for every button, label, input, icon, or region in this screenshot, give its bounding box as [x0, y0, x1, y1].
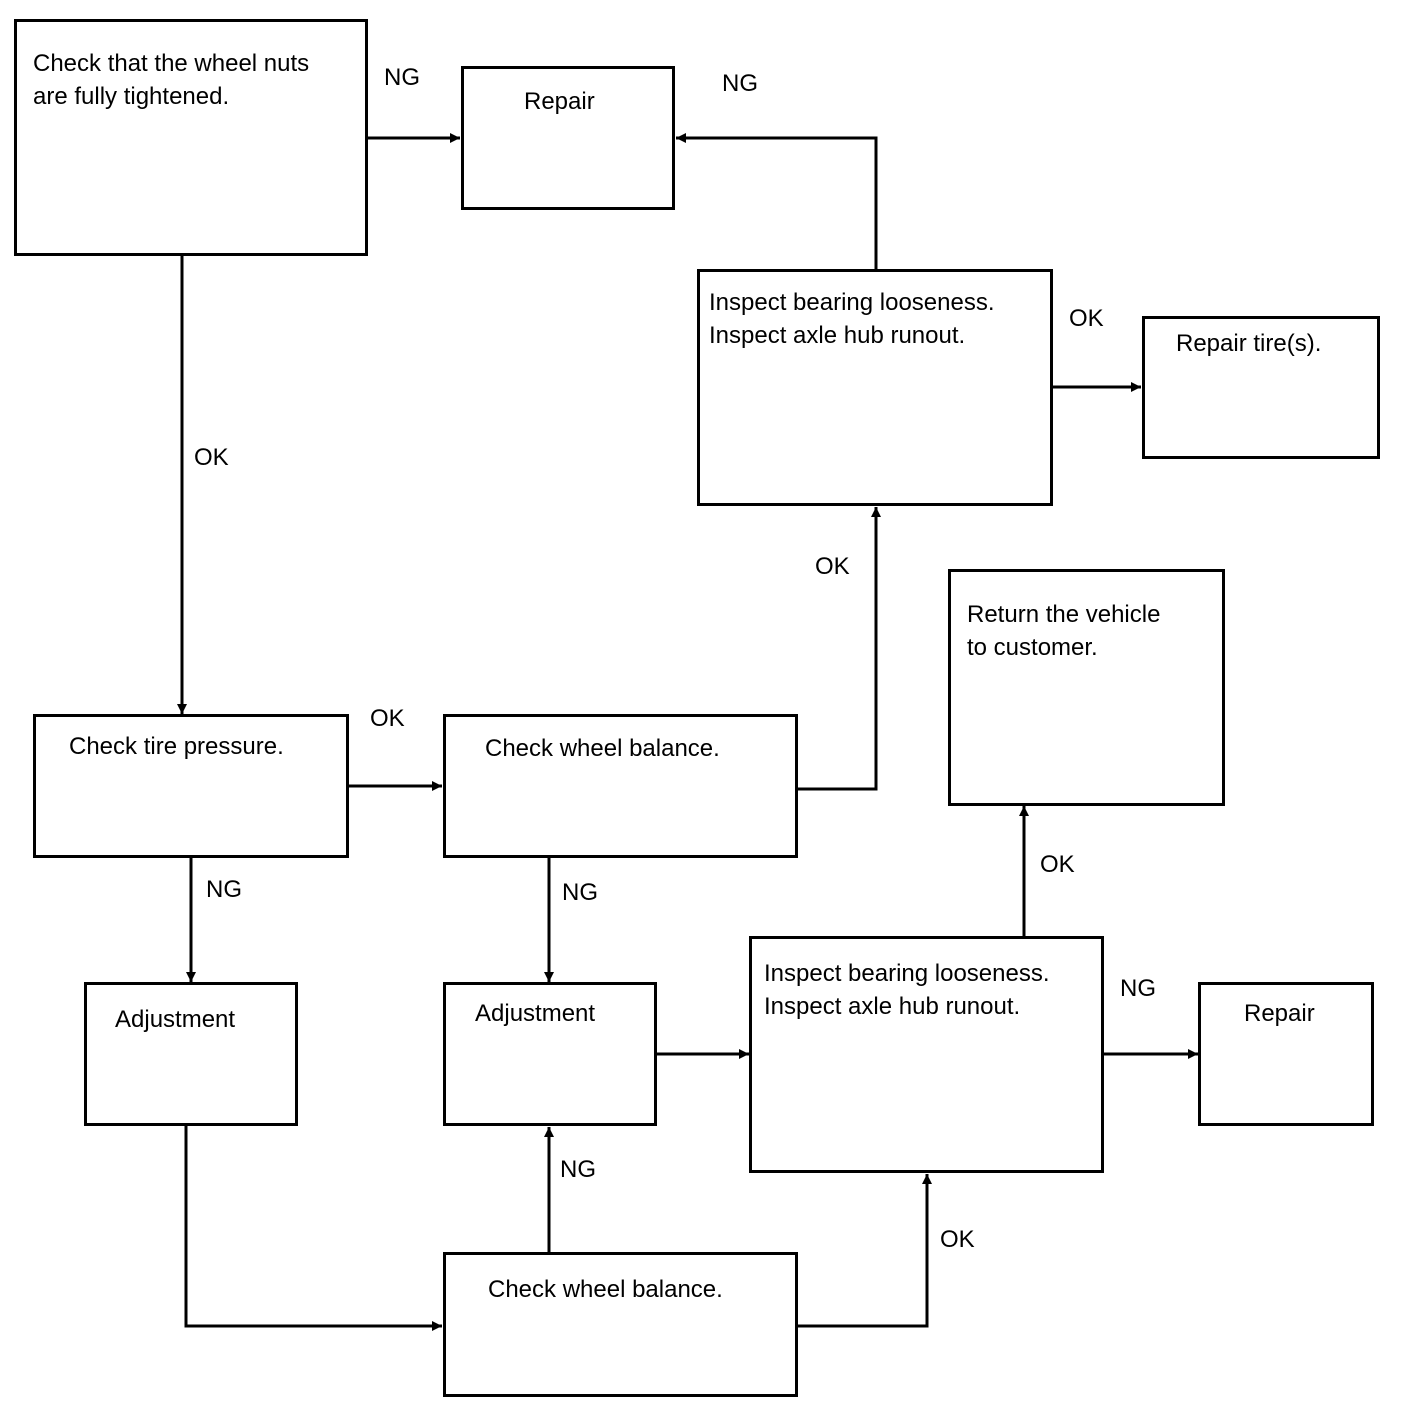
label-ok-balance-1: OK	[815, 553, 850, 580]
label-ok-inspect-bottom: OK	[1040, 851, 1075, 878]
label-ok-nuts: OK	[194, 444, 229, 471]
label-ng-pressure: NG	[206, 876, 242, 903]
label-ng-balance-2: NG	[560, 1156, 596, 1183]
repair-box-bottom: Repair	[1198, 982, 1374, 1126]
check-wheel-balance-box-1: Check wheel balance.	[443, 714, 798, 858]
label-ok-balance-2: OK	[940, 1226, 975, 1253]
check-tire-pressure-box: Check tire pressure.	[33, 714, 349, 858]
repair-tires-box: Repair tire(s).	[1142, 316, 1380, 459]
adjustment-box-middle: Adjustment	[443, 982, 657, 1126]
inspect-bearing-box-bottom: Inspect bearing looseness. Inspect axle …	[749, 936, 1104, 1173]
repair-box-top: Repair	[461, 66, 675, 210]
label-ok-pressure: OK	[370, 705, 405, 732]
inspect-bearing-box-top: Inspect bearing looseness. Inspect axle …	[697, 269, 1053, 506]
arrow-balance1-to-inspect-top	[798, 507, 881, 791]
arrow-adjustment-left-to-balance2	[184, 1126, 442, 1331]
adjustment-box-left: Adjustment	[84, 982, 298, 1126]
label-ng-balance-1: NG	[562, 879, 598, 906]
label-ng-nuts: NG	[384, 64, 420, 91]
arrow-inspect-top-to-repair	[676, 133, 878, 270]
arrow-balance2-to-inspect-bottom	[798, 1174, 932, 1328]
check-wheel-balance-box-2: Check wheel balance.	[443, 1252, 798, 1397]
label-ok-inspect-top: OK	[1069, 305, 1104, 332]
return-vehicle-box: Return the vehicle to customer.	[948, 569, 1225, 806]
check-wheel-nuts-box: Check that the wheel nuts are fully tigh…	[14, 19, 368, 256]
label-ng-inspect-bottom: NG	[1120, 975, 1156, 1002]
label-ng-inspect-top: NG	[722, 70, 758, 97]
